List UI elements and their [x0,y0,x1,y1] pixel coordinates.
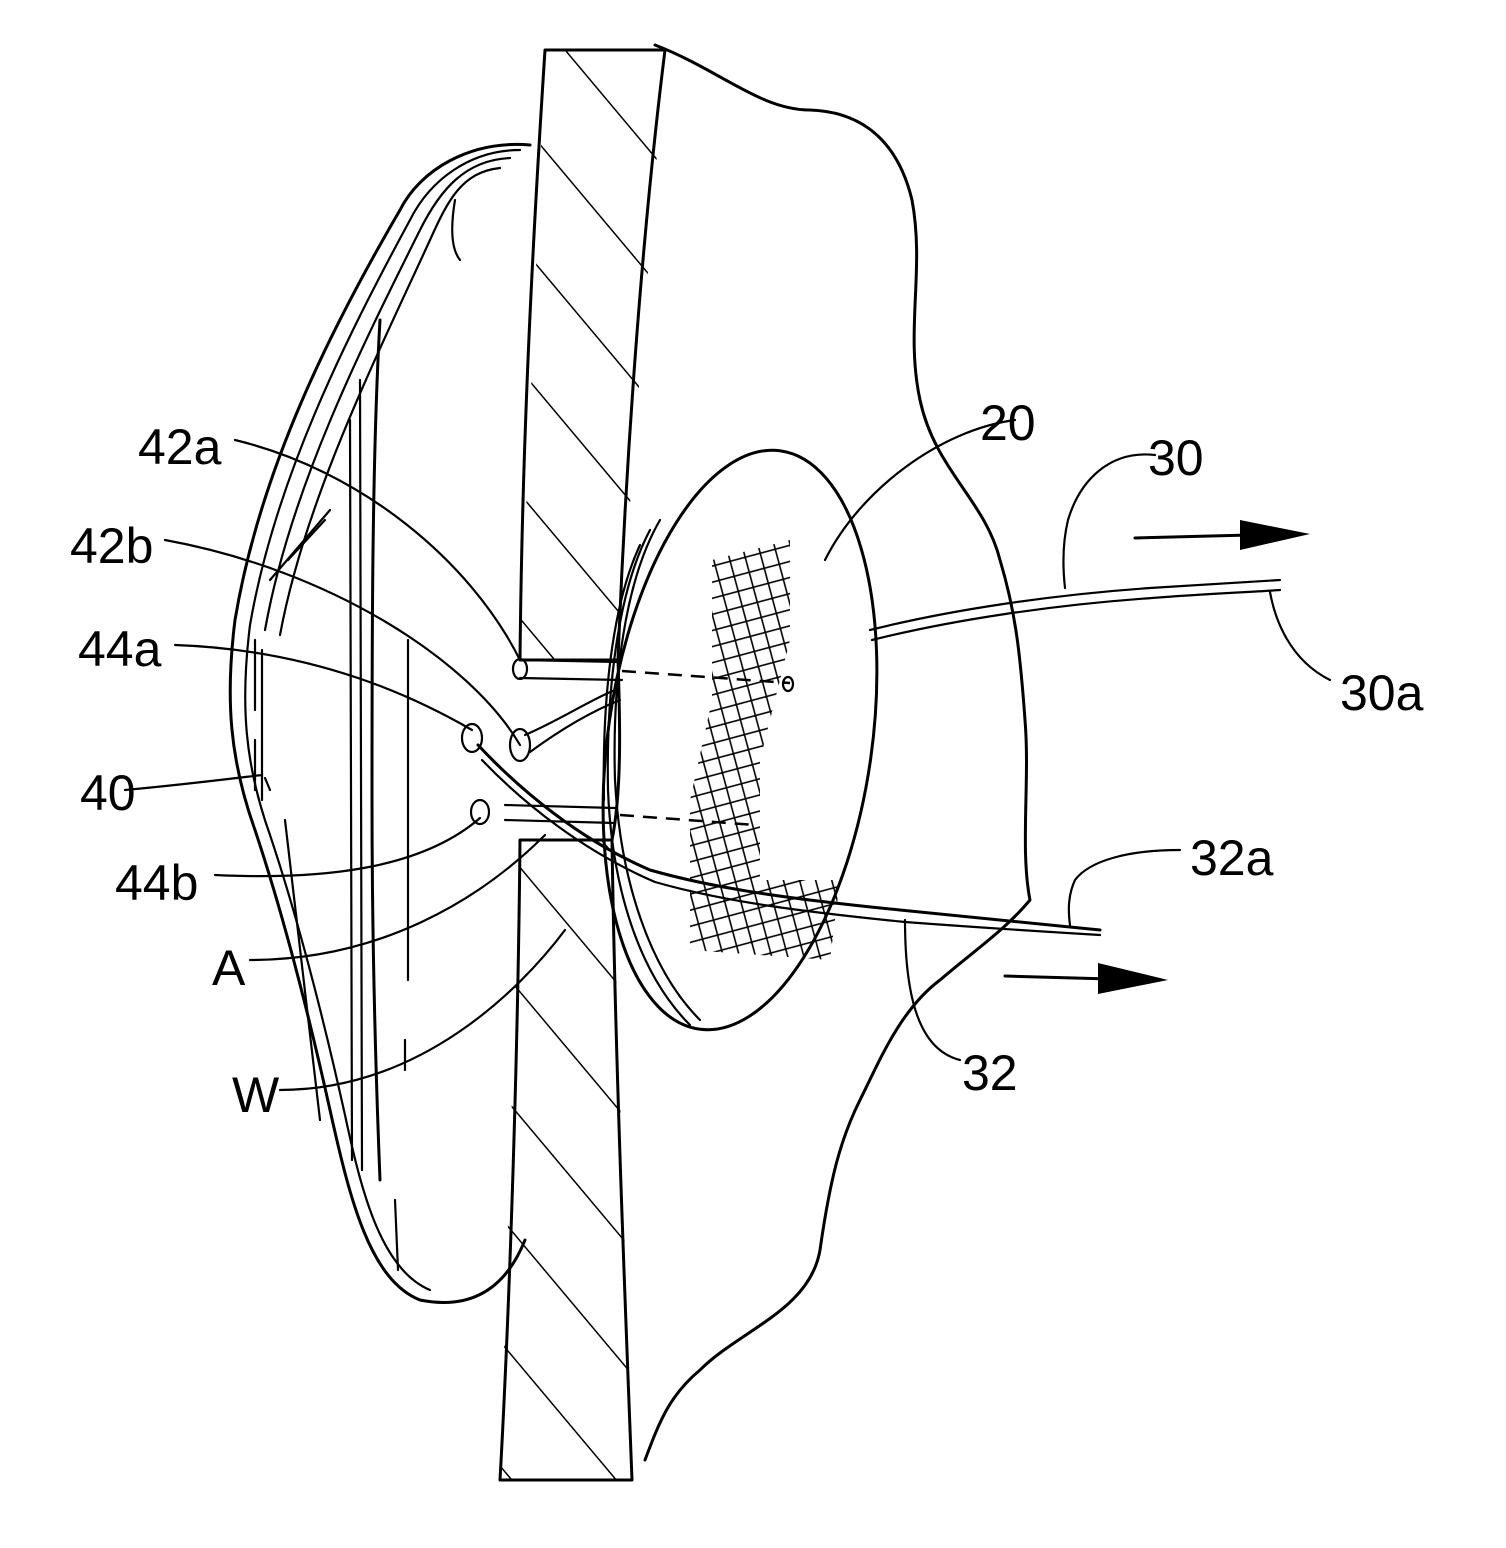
label-20: 20 [980,395,1036,451]
label-40: 40 [80,765,136,821]
label-44a: 44a [78,621,162,677]
abdominal-wall [500,50,665,1480]
label-44b: 44b [115,855,198,911]
label-32: 32 [962,1045,1018,1101]
label-30a: 30a [1340,665,1424,721]
label-W: W [232,1067,280,1123]
label-32a: 32a [1190,830,1274,886]
label-42b: 42b [70,518,153,574]
label-A: A [212,940,246,996]
label-42a: 42a [138,419,222,475]
label-30: 30 [1148,430,1204,486]
anchor-40 [230,144,530,1302]
